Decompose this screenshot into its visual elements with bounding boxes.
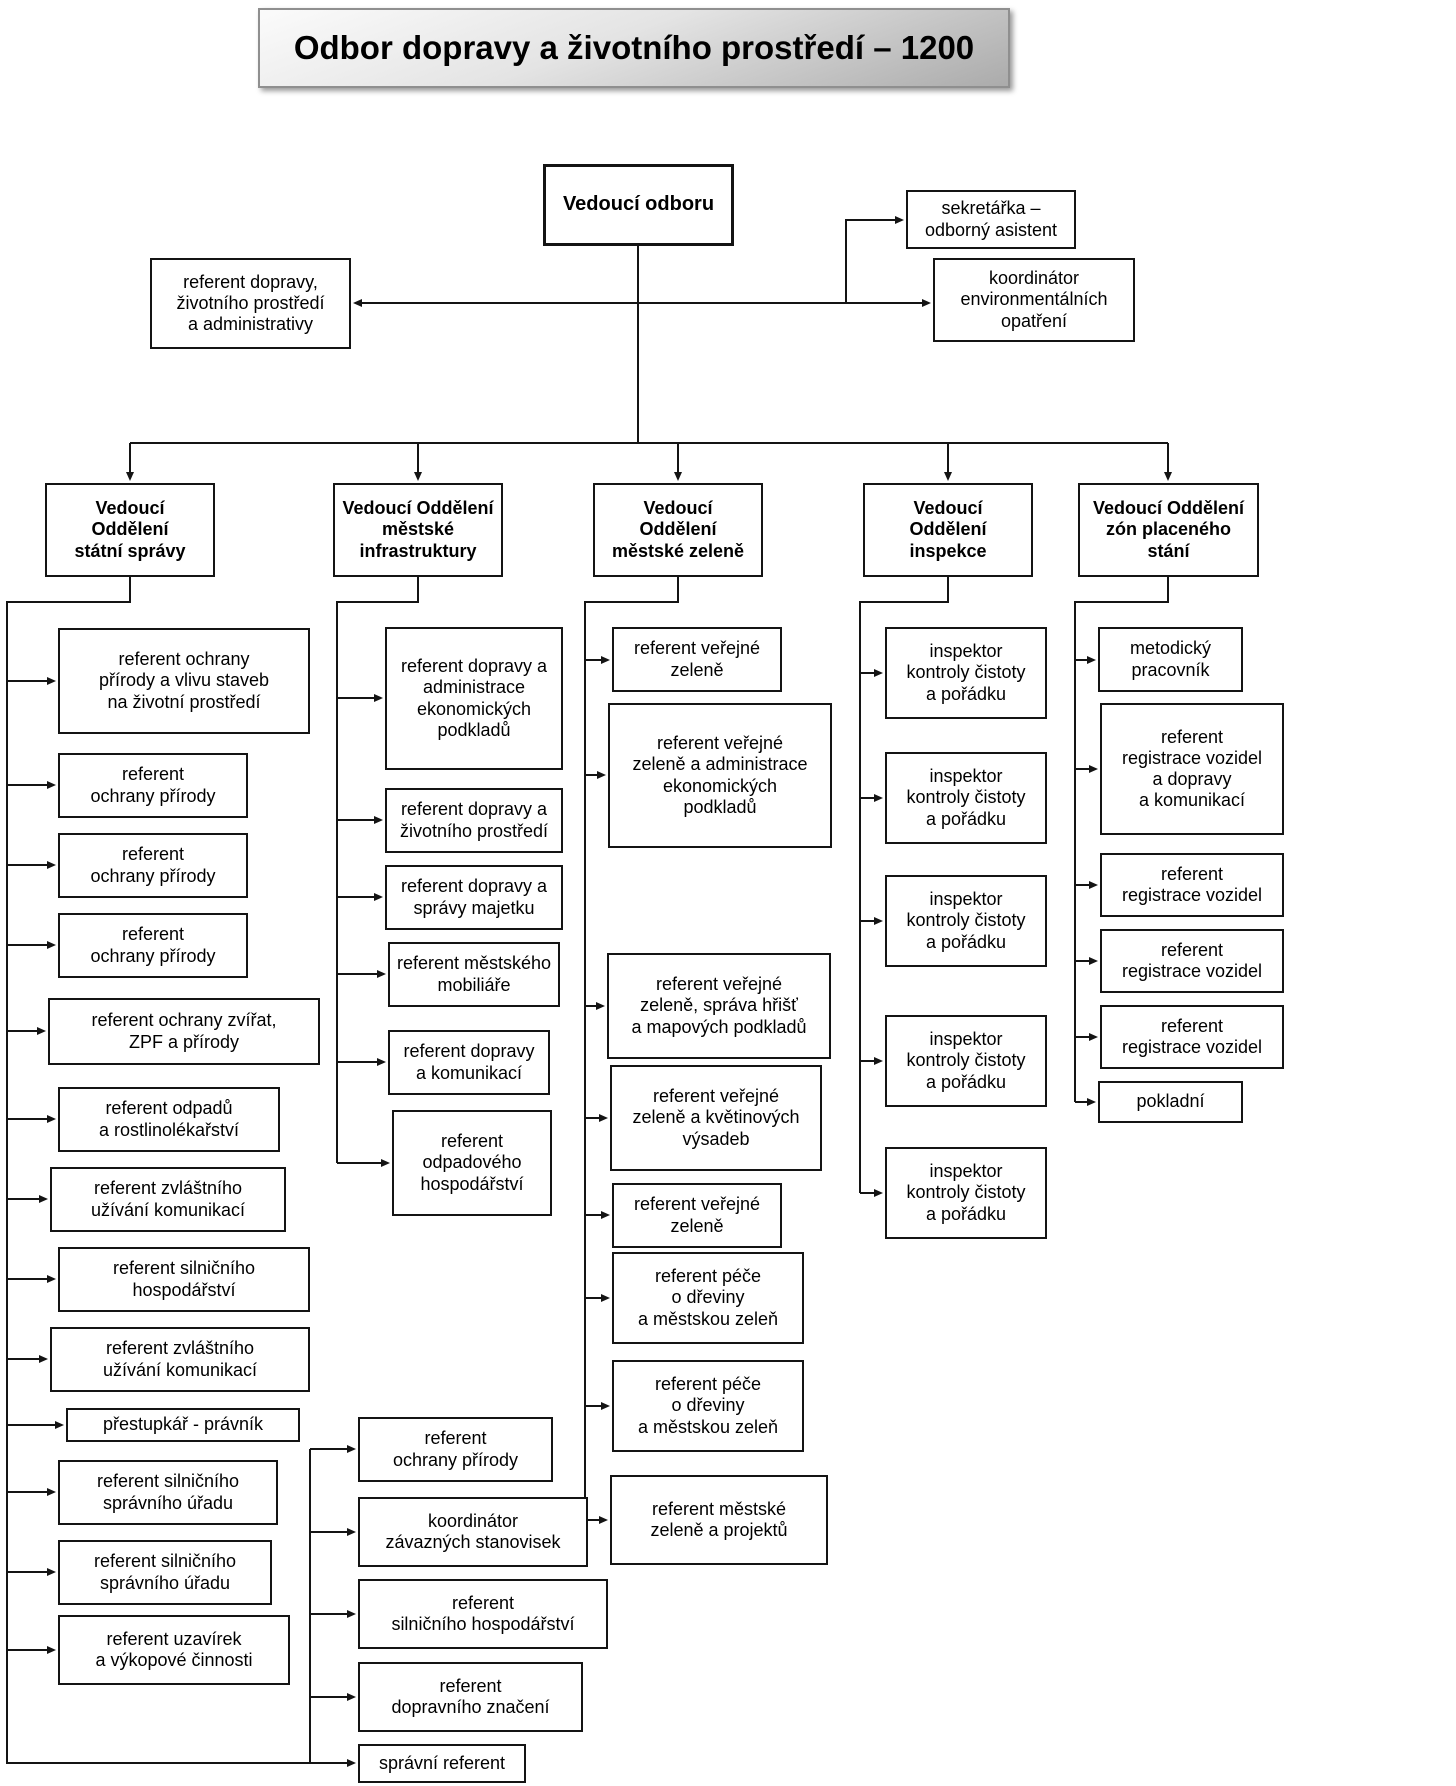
- node-d1-c5: referent ochrany zvířat, ZPF a přírody: [48, 998, 320, 1065]
- node-d1-c7: referent zvláštního užívání komunikací: [50, 1167, 286, 1232]
- node-extra-c2: koordinátor závazných stanovisek: [358, 1497, 588, 1567]
- node-d1-c12: referent silničního správního úřadu: [58, 1540, 272, 1605]
- node-d2-c6: referent odpadového hospodářství: [392, 1110, 552, 1216]
- node-d1-c11: referent silničního správního úřadu: [58, 1460, 278, 1525]
- node-d5-c6: pokladní: [1098, 1081, 1243, 1123]
- dept-header-statni-spravy: Vedoucí Oddělení státní správy: [45, 483, 215, 577]
- node-d1-c1: referent ochrany přírody a vlivu staveb …: [58, 628, 310, 734]
- node-vedouci-odboru: Vedoucí odboru: [543, 164, 734, 246]
- node-d1-c13: referent uzavírek a výkopové činnosti: [58, 1615, 290, 1685]
- node-d2-c4: referent městského mobiliáře: [388, 942, 560, 1007]
- node-d2-c2: referent dopravy a životního prostředí: [385, 788, 563, 853]
- node-d3-c1: referent veřejné zeleně: [612, 627, 782, 692]
- node-d2-c1: referent dopravy a administrace ekonomic…: [385, 627, 563, 770]
- node-d2-c3: referent dopravy a správy majetku: [385, 865, 563, 930]
- node-d1-c10: přestupkář - právník: [66, 1408, 300, 1442]
- dept-header-zony-placeneho-stani: Vedoucí Oddělení zón placeného stání: [1078, 483, 1259, 577]
- node-koordinator-environmentalnich-opatreni: koordinátor environmentálních opatření: [933, 258, 1135, 342]
- node-d1-c9: referent zvláštního užívání komunikací: [50, 1327, 310, 1392]
- node-d1-c6: referent odpadů a rostlinolékařství: [58, 1087, 280, 1152]
- node-d5-c5: referent registrace vozidel: [1100, 1005, 1284, 1069]
- node-d4-c5: inspektor kontroly čistoty a pořádku: [885, 1147, 1047, 1239]
- node-extra-c4: referent dopravního značení: [358, 1662, 583, 1732]
- node-d4-c3: inspektor kontroly čistoty a pořádku: [885, 875, 1047, 967]
- node-extra-c3: referent silničního hospodářství: [358, 1579, 608, 1649]
- node-d5-c1: metodický pracovník: [1098, 627, 1243, 692]
- node-d5-c4: referent registrace vozidel: [1100, 929, 1284, 993]
- node-d5-c2: referent registrace vozidel a dopravy a …: [1100, 703, 1284, 835]
- node-d3-c6: referent péče o dřeviny a městskou zeleň: [612, 1252, 804, 1344]
- dept-header-mestske-zelene: Vedoucí Oddělení městské zeleně: [593, 483, 763, 577]
- node-sekretarka: sekretářka – odborný asistent: [906, 190, 1076, 249]
- chart-title: Odbor dopravy a životního prostředí – 12…: [258, 8, 1010, 88]
- dept-header-mestske-infrastruktury: Vedoucí Oddělení městské infrastruktury: [333, 483, 503, 577]
- node-d3-c3: referent veřejné zeleně, správa hřišť a …: [607, 953, 831, 1059]
- node-d4-c2: inspektor kontroly čistoty a pořádku: [885, 752, 1047, 844]
- node-extra-c5: správní referent: [358, 1744, 526, 1783]
- node-d3-c2: referent veřejné zeleně a administrace e…: [608, 703, 832, 848]
- node-d5-c3: referent registrace vozidel: [1100, 853, 1284, 917]
- node-d1-c8: referent silničního hospodářství: [58, 1247, 310, 1312]
- node-d4-c4: inspektor kontroly čistoty a pořádku: [885, 1015, 1047, 1107]
- node-d3-c7: referent péče o dřeviny a městskou zeleň: [612, 1360, 804, 1452]
- node-d1-c3: referent ochrany přírody: [58, 833, 248, 898]
- node-d1-c2: referent ochrany přírody: [58, 753, 248, 818]
- node-d3-c5: referent veřejné zeleně: [612, 1183, 782, 1248]
- node-d4-c1: inspektor kontroly čistoty a pořádku: [885, 627, 1047, 719]
- node-referent-dopravy-zp-administrativy: referent dopravy, životního prostředí a …: [150, 258, 351, 349]
- node-d3-c8: referent městské zeleně a projektů: [610, 1475, 828, 1565]
- node-d3-c4: referent veřejné zeleně a květinových vý…: [610, 1065, 822, 1171]
- node-extra-c1: referent ochrany přírody: [358, 1417, 553, 1482]
- dept-header-inspekce: Vedoucí Oddělení inspekce: [863, 483, 1033, 577]
- node-d1-c4: referent ochrany přírody: [58, 913, 248, 978]
- node-d2-c5: referent dopravy a komunikací: [388, 1030, 550, 1095]
